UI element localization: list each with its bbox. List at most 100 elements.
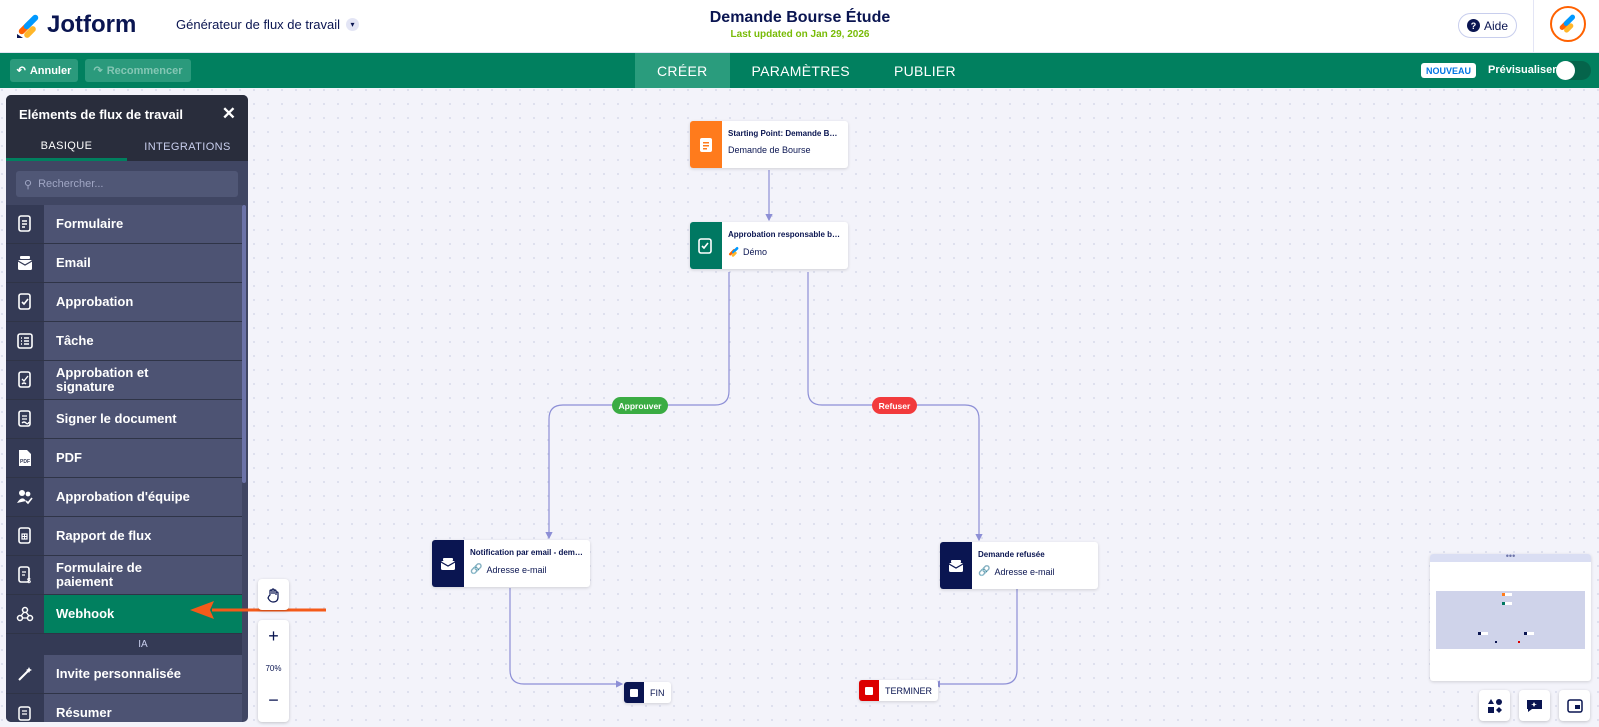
- element-item-flow-report[interactable]: Rapport de flux: [6, 517, 242, 556]
- end-fin-label: FIN: [650, 687, 665, 698]
- node-notify-title: Notification par email - dema...: [470, 548, 584, 557]
- close-icon[interactable]: ✕: [221, 104, 236, 123]
- preview-toggle-knob: [1556, 61, 1575, 80]
- main-tabs: CRÉER PARAMÈTRES PUBLIER: [635, 53, 978, 88]
- elements-list: Formulaire Email Approbation Tâche Appro…: [6, 205, 242, 722]
- tab-integrations[interactable]: INTEGRATIONS: [144, 141, 231, 153]
- chevron-down-icon: ▾: [346, 18, 360, 31]
- logo-text: Jotform: [47, 11, 137, 38]
- shapes-icon: [1487, 698, 1502, 713]
- summarize-icon: [18, 706, 31, 721]
- end-node-fin[interactable]: FIN: [624, 682, 671, 703]
- element-item-summarize[interactable]: Résumer: [6, 694, 242, 722]
- element-item-approval-signature[interactable]: Approbation et signature: [6, 361, 242, 400]
- payment-form-icon: $: [18, 566, 31, 584]
- search-input[interactable]: ⚲ Rechercher...: [16, 171, 238, 197]
- help-icon: ?: [1466, 19, 1480, 32]
- branch-refuse-label[interactable]: Refuser: [872, 397, 917, 414]
- element-item-team-approval[interactable]: Approbation d'équipe: [6, 478, 242, 517]
- undo-button[interactable]: ↶ Annuler: [10, 59, 78, 82]
- jotform-small-logo-icon: [729, 247, 739, 257]
- help-label: Aide: [1483, 18, 1509, 33]
- tab-settings[interactable]: PARAMÈTRES: [751, 62, 850, 79]
- ai-assistant-button[interactable]: [1519, 690, 1550, 721]
- magic-wand-icon: [18, 667, 32, 681]
- minimap[interactable]: •••: [1430, 552, 1591, 681]
- zoom-level: 70%: [265, 664, 282, 673]
- node-start-subtitle: Demande de Bourse: [728, 145, 811, 155]
- node-approval[interactable]: Approbation responsable bo... Démo: [690, 222, 848, 269]
- header-divider: [1533, 0, 1534, 53]
- builder-selector[interactable]: Générateur de flux de travail ▾: [176, 17, 360, 32]
- panel-scrollbar[interactable]: [242, 205, 246, 483]
- layout-elements-button[interactable]: [1479, 690, 1510, 721]
- team-approval-icon: [17, 490, 33, 505]
- stop-icon: [859, 680, 879, 701]
- section-ai: IA: [6, 634, 242, 655]
- help-button[interactable]: ? Aide: [1458, 13, 1517, 38]
- last-updated-text: Last updated on Jan 29, 2026: [730, 29, 870, 40]
- node-notify-icon-box: [432, 540, 464, 587]
- element-item-task[interactable]: Tâche: [6, 322, 242, 361]
- undo-icon: ↶: [16, 65, 26, 77]
- connector-notify-fin: [509, 588, 624, 688]
- pdf-icon: PDF: [19, 450, 31, 466]
- builder-selector-label: Générateur de flux de travail: [176, 17, 341, 32]
- avatar-logo-icon: [1559, 14, 1576, 33]
- zoom-in-button[interactable]: +: [268, 626, 279, 646]
- approval-signature-icon: [18, 371, 31, 388]
- node-refused-recipient: 🔗 Adresse e-mail: [978, 566, 1055, 577]
- node-refused-title: Demande refusée: [978, 550, 1045, 559]
- stop-icon: [624, 682, 644, 703]
- link-icon: 🔗: [470, 564, 483, 575]
- element-item-email[interactable]: Email: [6, 244, 242, 283]
- link-icon: 🔗: [978, 566, 991, 577]
- new-badge: NOUVEAU: [1421, 63, 1477, 78]
- tab-create[interactable]: CRÉER: [635, 53, 730, 88]
- element-item-form[interactable]: Formulaire: [6, 205, 242, 244]
- branch-approve-label[interactable]: Approuver: [612, 397, 668, 414]
- node-starting-point[interactable]: Starting Point: Demande Bou... Demande d…: [690, 121, 848, 168]
- node-refused-icon-box: [940, 542, 972, 589]
- end-node-terminate[interactable]: TERMINER: [859, 680, 938, 701]
- node-request-refused[interactable]: Demande refusée 🔗 Adresse e-mail: [940, 542, 1098, 589]
- element-item-sign-document[interactable]: Signer le document: [6, 400, 242, 439]
- email-icon: [17, 256, 33, 270]
- tab-publish[interactable]: PUBLIER: [893, 62, 956, 79]
- hand-icon: [266, 587, 279, 603]
- flow-report-icon: [18, 527, 31, 544]
- element-item-custom-prompt[interactable]: Invite personnalisée: [6, 655, 242, 694]
- svg-text:$: $: [27, 578, 31, 584]
- email-icon: [948, 559, 964, 572]
- element-item-approval[interactable]: Approbation: [6, 283, 242, 322]
- node-email-notification[interactable]: Notification par email - dema... 🔗 Adres…: [432, 540, 590, 587]
- page-title[interactable]: Demande Bourse Étude: [709, 9, 891, 26]
- jotform-logo[interactable]: Jotform: [15, 10, 136, 40]
- element-item-pdf[interactable]: PDF PDF: [6, 439, 242, 478]
- connector-refused-terminate: [932, 588, 1018, 688]
- redo-label: Recommencer: [106, 64, 183, 77]
- webhook-icon: [16, 606, 34, 622]
- form-title-area: Demande Bourse Étude Last updated on Jan…: [600, 9, 1000, 40]
- top-bar: Jotform Générateur de flux de travail ▾ …: [0, 0, 1599, 53]
- panel-header: Eléments de flux de travail ✕: [6, 95, 248, 133]
- preview-label: Prévisualiser: [1488, 64, 1557, 76]
- minimap-toggle-button[interactable]: [1559, 690, 1590, 721]
- email-icon: [440, 557, 456, 570]
- redo-icon: ↷: [93, 65, 103, 77]
- panel-title: Eléments de flux de travail: [19, 106, 184, 122]
- avatar[interactable]: [1550, 6, 1586, 42]
- approval-icon: [18, 293, 31, 310]
- redo-button[interactable]: ↷ Recommencer: [85, 59, 191, 82]
- tab-basic[interactable]: BASIQUE: [6, 133, 127, 161]
- sign-document-icon: [18, 410, 31, 427]
- zoom-out-button[interactable]: −: [268, 690, 279, 710]
- pan-hand-button[interactable]: [258, 579, 289, 610]
- node-approval-assignee: Démo: [728, 246, 842, 257]
- minimap-icon: [1566, 698, 1583, 713]
- element-item-payment-form[interactable]: $ Formulaire de paiement: [6, 556, 242, 595]
- node-approval-title: Approbation responsable bo...: [728, 230, 842, 239]
- minimap-drag-handle[interactable]: •••: [1430, 552, 1591, 562]
- form-icon: [18, 215, 31, 232]
- chat-sparkle-icon: [1527, 699, 1542, 712]
